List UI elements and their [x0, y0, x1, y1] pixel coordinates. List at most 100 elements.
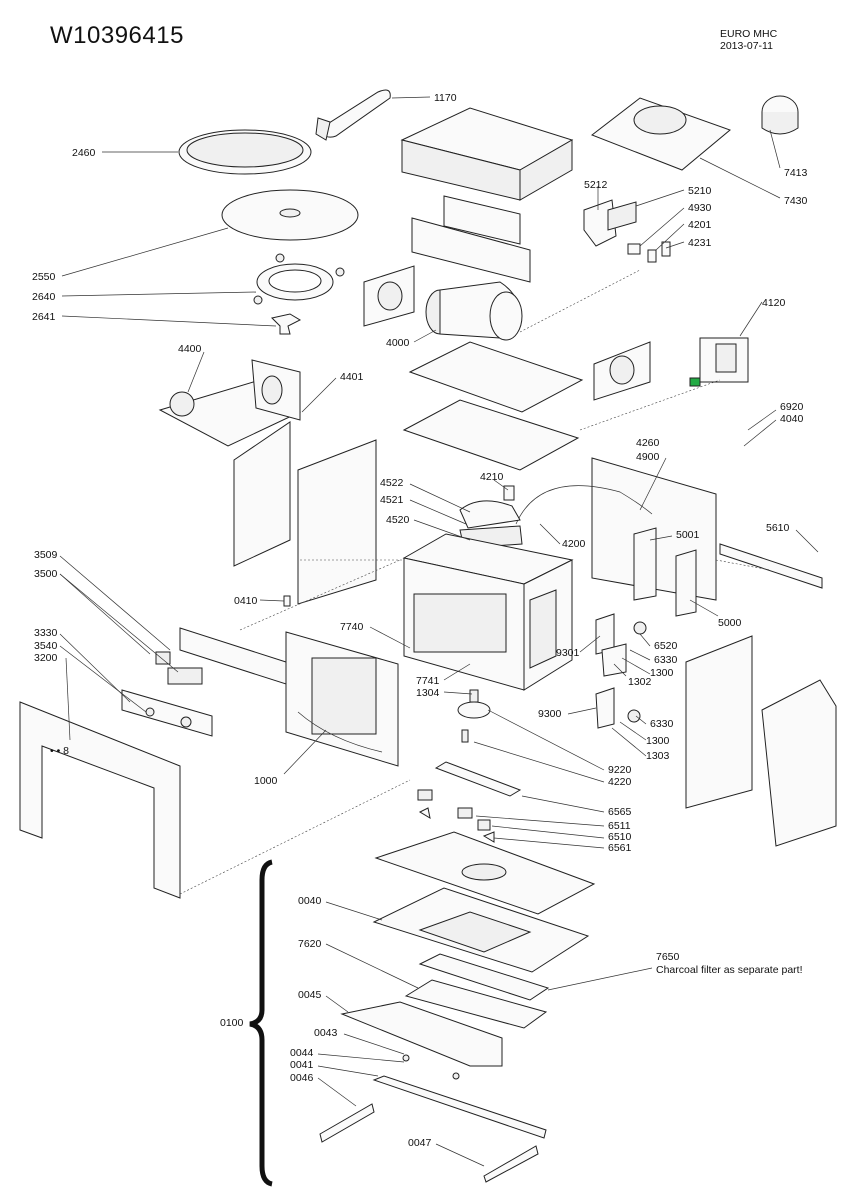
callout-1300-a: 1300	[650, 667, 674, 679]
callout-0045: 0045	[298, 989, 322, 1001]
callout-6561: 6561	[608, 842, 632, 854]
callout-4400: 4400	[178, 343, 202, 355]
callout-4521: 4521	[380, 494, 404, 506]
callout-4900: 4900	[636, 451, 660, 463]
svg-text:• • 8: • • 8	[50, 745, 69, 757]
callout-4220: 4220	[608, 776, 632, 788]
callout-0046: 0046	[290, 1072, 314, 1084]
part-2641-coupler	[271, 313, 302, 335]
callout-3509: 3509	[34, 549, 58, 561]
document-number: W10396415	[50, 22, 184, 49]
callout-6920: 6920	[780, 401, 804, 413]
callout-labels: 1170 2460 7413 7430 5212 5210 4930 4201 …	[32, 92, 808, 1149]
part-bottom-plate	[374, 831, 596, 915]
part-1000-door	[285, 631, 399, 767]
callout-1304: 1304	[416, 687, 440, 699]
part-top-cover	[400, 107, 574, 201]
callout-7430: 7430	[784, 195, 808, 207]
part-6565-lamp-bar	[417, 761, 522, 843]
part-2640-roller-ring	[253, 253, 345, 305]
callout-5212: 5212	[584, 179, 608, 191]
part-2550-turntable	[221, 189, 359, 241]
callout-5210: 5210	[688, 185, 712, 197]
callout-4522: 4522	[380, 477, 404, 489]
callout-2640: 2640	[32, 291, 56, 303]
model-info: EURO MHC 2013-07-11	[720, 28, 777, 52]
model-line: EURO MHC	[720, 28, 778, 40]
callout-2641: 2641	[32, 311, 56, 323]
callout-4120: 4120	[762, 297, 786, 309]
callout-4000: 4000	[386, 337, 410, 349]
callout-0410: 0410	[234, 595, 258, 607]
part-0410-screw	[283, 595, 291, 607]
part-1170-handle	[315, 89, 391, 141]
callout-7740: 7740	[340, 621, 364, 633]
callout-4930: 4930	[688, 202, 712, 214]
part-2460-tray	[178, 129, 312, 175]
callout-9300: 9300	[538, 708, 562, 720]
callout-3200: 3200	[34, 652, 58, 664]
callout-2550: 2550	[32, 271, 56, 283]
callout-5610: 5610	[766, 522, 790, 534]
alignment-lines	[179, 269, 771, 895]
callout-0044: 0044	[290, 1047, 314, 1059]
part-3200-front-frame: • • 8	[19, 701, 181, 899]
callout-6330-b: 6330	[650, 718, 674, 730]
part-4000-blower-motor	[425, 281, 523, 341]
part-9220-stirrer	[457, 689, 491, 743]
callout-9220: 9220	[608, 764, 632, 776]
part-oven-cavity	[402, 533, 574, 691]
part-4400-fan-assembly	[158, 359, 301, 447]
callout-0040: 0040	[298, 895, 322, 907]
part-3509-control-board	[155, 627, 287, 685]
part-5610-rail	[719, 543, 823, 589]
callout-5001: 5001	[676, 529, 700, 541]
part-5212-bracket	[583, 199, 637, 247]
callout-1170: 1170	[434, 92, 457, 104]
part-blower-plate	[402, 341, 651, 471]
callout-7650: 7650	[656, 951, 680, 963]
part-0041-rails	[319, 1054, 547, 1183]
callout-7650-note: Charcoal filter as separate part!	[656, 964, 803, 976]
callout-2460: 2460	[72, 147, 96, 159]
callout-4201: 4201	[688, 219, 712, 231]
callout-0043: 0043	[314, 1027, 338, 1039]
part-4120-transformer	[689, 337, 749, 387]
callout-7413: 7413	[784, 167, 808, 179]
bracket-0100-brace	[249, 859, 273, 1187]
callout-0047: 0047	[408, 1137, 432, 1149]
callout-1300-b: 1300	[646, 735, 670, 747]
callout-6511: 6511	[608, 820, 631, 832]
callout-6565: 6565	[608, 806, 632, 818]
callout-4231: 4231	[688, 237, 712, 249]
callout-6510: 6510	[608, 831, 632, 843]
revision-date: 2013-07-11	[720, 40, 773, 52]
callout-7620: 7620	[298, 938, 322, 950]
callout-9301: 9301	[556, 647, 580, 659]
part-duct-plates	[363, 195, 531, 327]
part-7413-damper	[761, 95, 799, 135]
callout-6330-a: 6330	[654, 654, 678, 666]
part-0040-grease-frame	[372, 887, 590, 973]
leader-lines	[59, 96, 819, 1167]
callout-4260: 4260	[636, 437, 660, 449]
callout-7741: 7741	[416, 675, 440, 687]
callout-0100: 0100	[220, 1017, 244, 1029]
part-3540-keypad	[121, 689, 213, 737]
callout-1303: 1303	[646, 750, 670, 762]
callout-5000: 5000	[718, 617, 742, 629]
callout-1302: 1302	[628, 676, 652, 688]
callout-3500: 3500	[34, 568, 58, 580]
part-4930-4201-4231-small	[627, 241, 671, 263]
part-7620-filter	[404, 953, 550, 1029]
callout-3330: 3330	[34, 627, 58, 639]
callout-1000: 1000	[254, 775, 278, 787]
part-7430-duct-plate	[590, 97, 731, 171]
callout-0041: 0041	[290, 1059, 314, 1071]
part-interlock-switches	[595, 613, 647, 729]
callout-4210: 4210	[480, 471, 504, 483]
callout-6520: 6520	[654, 640, 678, 652]
callout-4040: 4040	[780, 413, 804, 425]
